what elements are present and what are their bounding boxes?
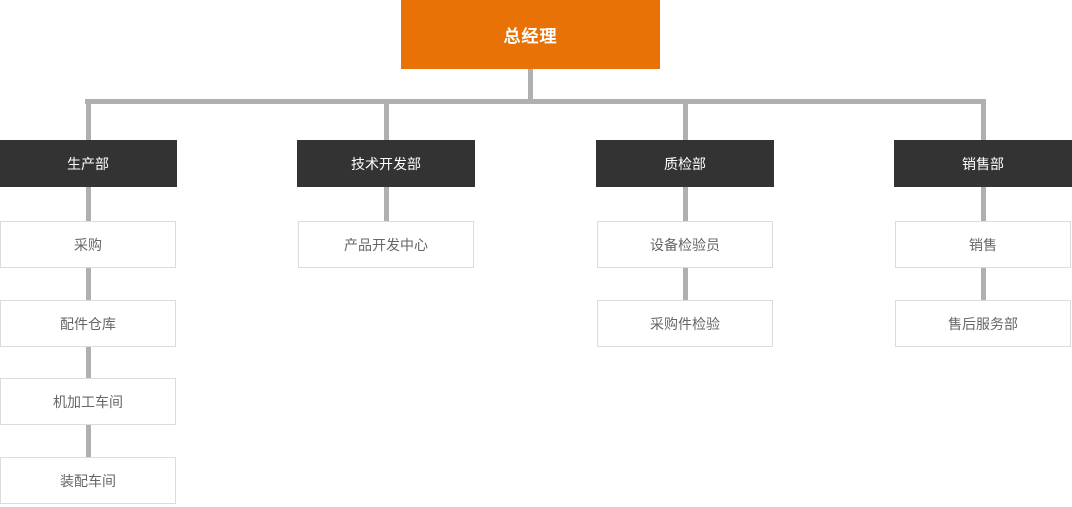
connector-dept-stub [85,99,91,140]
connector-child-stub [85,347,91,378]
org-node-child: 配件仓库 [0,300,176,347]
connector-dept-stub [980,99,986,140]
connector-child-stub [85,425,91,457]
org-node-department: 销售部 [894,140,1072,187]
org-node-child: 采购 [0,221,176,268]
org-node-department: 生产部 [0,140,177,187]
org-node-child: 产品开发中心 [298,221,474,268]
connector-dept-stub [682,99,688,140]
connector-child-stub [980,187,986,221]
org-node-root: 总经理 [401,0,660,69]
org-node-child: 售后服务部 [895,300,1071,347]
connector-child-stub [85,268,91,300]
org-node-department: 质检部 [596,140,774,187]
connector-child-stub [980,268,986,300]
connector-child-stub [682,187,688,221]
org-node-department: 技术开发部 [297,140,475,187]
org-node-child: 销售 [895,221,1071,268]
connector-child-stub [682,268,688,300]
connector-child-stub [383,187,389,221]
org-node-child: 装配车间 [0,457,176,504]
connector-root-trunk [527,69,533,104]
connector-child-stub [85,187,91,221]
org-node-child: 采购件检验 [597,300,773,347]
connector-dept-stub [383,99,389,140]
org-node-child: 设备检验员 [597,221,773,268]
connector-horizontal-rail [85,99,986,104]
org-node-child: 机加工车间 [0,378,176,425]
